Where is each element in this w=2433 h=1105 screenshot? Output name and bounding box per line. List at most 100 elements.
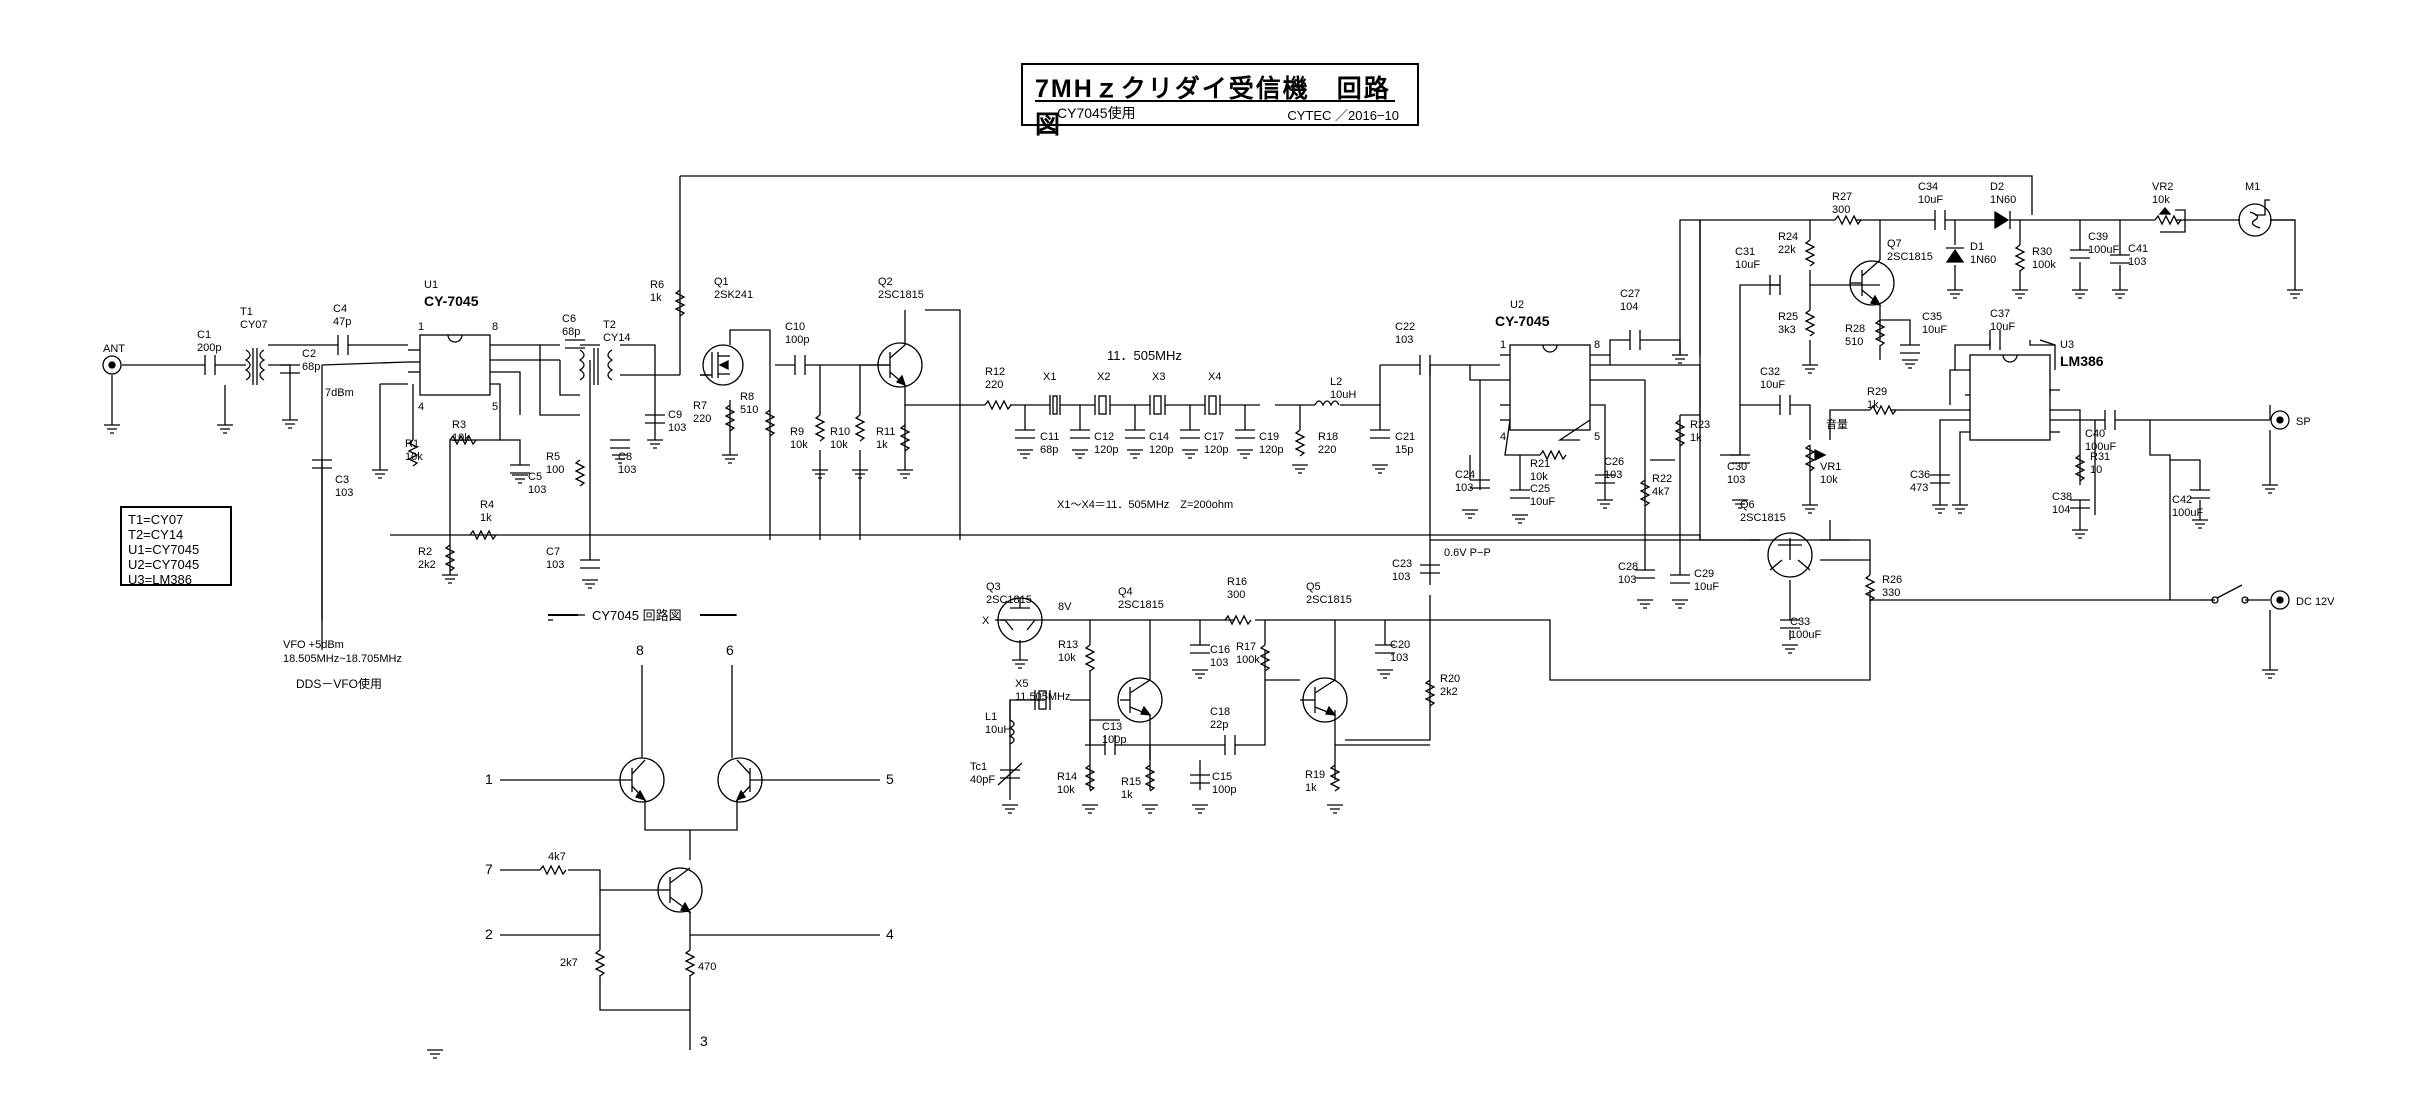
component-ref-r8: R8: [740, 391, 754, 403]
sp-label: SP: [2296, 416, 2311, 428]
component-ref-r31: R31: [2090, 451, 2110, 463]
component-ref-c34: C34: [1918, 181, 1938, 193]
component-value-q3: 2SC1815: [986, 594, 1032, 606]
component-ref-c40: C40: [2085, 428, 2105, 440]
component-value-l2: 10uH: [1330, 389, 1356, 401]
component-ref-c21: C21: [1395, 431, 1415, 443]
grounds: [104, 289, 2303, 1059]
component-ref-r14: R14: [1057, 771, 1077, 783]
component-ref-r25: R25: [1778, 311, 1798, 323]
component-ref-r24: R24: [1778, 231, 1798, 243]
cy-pin-1: 1: [485, 771, 493, 787]
u1-pin-8: 8: [492, 321, 498, 333]
component-value-q4: 2SC1815: [1118, 599, 1164, 611]
component-ref-m1: M1: [2245, 181, 2260, 193]
component-ref-c30: C30: [1727, 461, 1747, 473]
component-value-r2: 2k2: [418, 559, 436, 571]
component-ref-r16: R16: [1227, 576, 1247, 588]
component-ref-c6: C6: [562, 313, 576, 325]
component-ref-r6: R6: [650, 279, 664, 291]
component-value-c23: 103: [1392, 571, 1410, 583]
cy-value-2k7: 2k7: [560, 957, 578, 969]
component-ref-q4: Q4: [1118, 586, 1133, 598]
pp-note: 0.6V P−P: [1444, 547, 1491, 559]
component-value-c2: 68p: [302, 361, 320, 373]
component-ref-r20: R20: [1440, 673, 1460, 685]
component-ref-r21: R21: [1530, 458, 1550, 470]
component-ref-r17: R17: [1236, 641, 1256, 653]
cy-pin-7: 7: [485, 861, 493, 877]
component-ref-c37: C37: [1990, 308, 2010, 320]
component-value-r4: 1k: [480, 512, 492, 524]
u3-name: LM386: [2060, 353, 2104, 369]
component-value-r15: 1k: [1121, 789, 1133, 801]
component-ref-vr1: VR1: [1820, 461, 1841, 473]
legend-item: T1=CY07: [128, 512, 184, 527]
component-ref-q3: Q3: [986, 581, 1001, 593]
component-ref-c38: C38: [2052, 491, 2072, 503]
component-ref-c39: C39: [2088, 231, 2108, 243]
vfo-note-1: VFO +5dBm: [283, 639, 344, 651]
cy-value-4k7: 4k7: [548, 851, 566, 863]
component-value-r22: 4k7: [1652, 486, 1670, 498]
component-value-r31: 10: [2090, 464, 2102, 476]
component-ref-c10: C10: [785, 321, 805, 333]
cy-pin-8: 8: [636, 642, 644, 658]
component-value-r17: 100k: [1236, 654, 1260, 666]
component-value-l1: 10uH: [985, 724, 1011, 736]
wires: [111, 175, 2296, 800]
component-value-r14: 10k: [1057, 784, 1075, 796]
component-value-c7: 103: [546, 559, 564, 571]
component-value-q5: 2SC1815: [1306, 594, 1352, 606]
component-value-c40: 100uF: [2085, 441, 2116, 453]
component-ref-r7: R7: [693, 400, 707, 412]
component-value-c26: 103: [1604, 469, 1622, 481]
component-ref-c24: C24: [1455, 469, 1475, 481]
component-ref-c25: C25: [1530, 483, 1550, 495]
component-ref-x3: X3: [1152, 371, 1165, 383]
component-ref-r12: R12: [985, 366, 1005, 378]
component-value-t1: CY07: [240, 319, 268, 331]
u2-pin-8: 8: [1594, 339, 1600, 351]
component-value-c3: 103: [335, 487, 353, 499]
component-value-tc1: 40pF: [970, 774, 995, 786]
component-ref-c22: C22: [1395, 321, 1415, 333]
component-value-c31: 10uF: [1735, 259, 1760, 271]
component-value-r20: 2k2: [1440, 686, 1458, 698]
component-ref-c33: C33: [1790, 616, 1810, 628]
component-ref-q1: Q1: [714, 276, 729, 288]
component-value-c10: 100p: [785, 334, 809, 346]
component-ref-t2: T2: [603, 319, 616, 331]
component-ref-r11: R11: [876, 426, 895, 438]
component-value-c20: 103: [1390, 652, 1408, 664]
component-ref-c27: C27: [1620, 288, 1640, 300]
vfo-note-2: 18.505MHz~18.705MHz: [283, 653, 402, 665]
component-value-r10: 10k: [830, 439, 848, 451]
component-value-c13: 100p: [1102, 734, 1126, 746]
legend-item: T2=CY14: [128, 527, 184, 542]
component-ref-c14: C14: [1149, 431, 1169, 443]
component-ref-c2: C2: [302, 348, 316, 360]
ant-label: ANT: [103, 343, 125, 355]
cy-pin-4: 4: [886, 926, 894, 942]
filter-note: X1〜X4＝11．505MHz Z=200ohm: [1057, 499, 1233, 511]
component-value-c34: 10uF: [1918, 194, 1943, 206]
component-ref-c18: C18: [1210, 706, 1230, 718]
component-value-c11: 68p: [1040, 444, 1058, 456]
component-value-r6: 1k: [650, 292, 662, 304]
component-value-c36: 473: [1910, 482, 1928, 494]
component-value-r1: 10k: [405, 451, 423, 463]
component-value-c39: 100uF: [2088, 244, 2119, 256]
component-value-r13: 10k: [1058, 652, 1076, 664]
component-ref-r23: R23: [1690, 419, 1710, 431]
component-value-c18: 22p: [1210, 719, 1228, 731]
component-value-c4: 47p: [333, 316, 351, 328]
u1-pin-1: 1: [418, 321, 424, 333]
component-ref-r13: R13: [1058, 639, 1078, 651]
component-value-r21: 10k: [1530, 471, 1548, 483]
component-value-r26: 330: [1882, 587, 1900, 599]
component-value-r7: 220: [693, 413, 711, 425]
component-ref-c4: C4: [333, 303, 347, 315]
cy-title: CY7045 回路図: [592, 608, 682, 623]
component-ref-r2: R2: [418, 546, 432, 558]
